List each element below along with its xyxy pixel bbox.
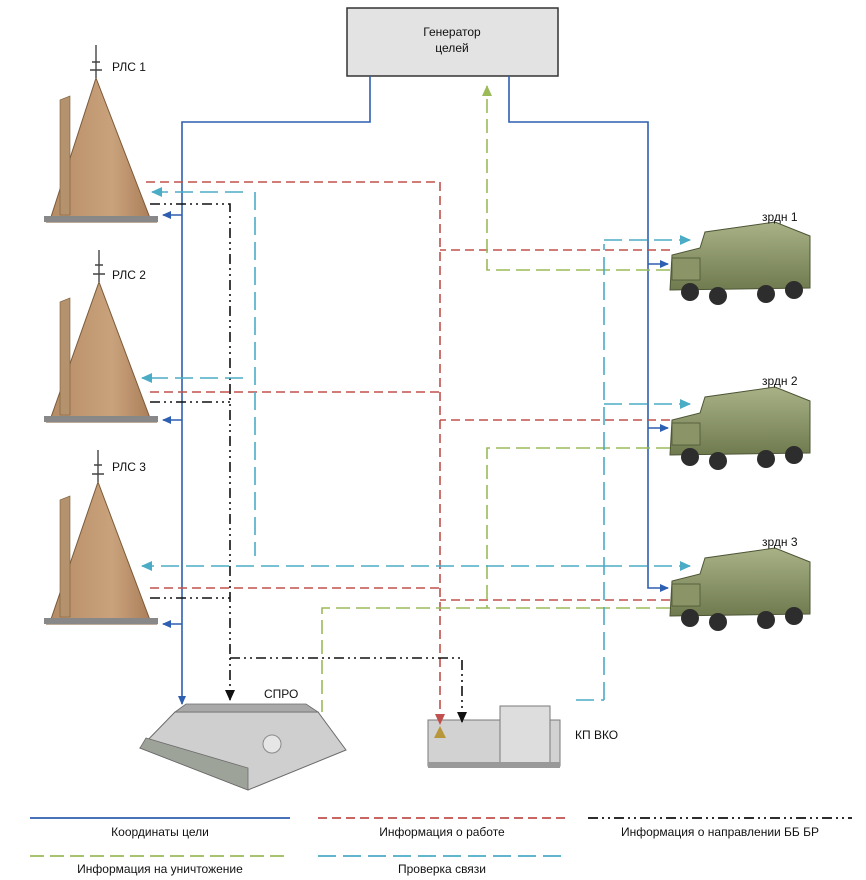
legend-item-target-coordinates: Координаты цели <box>30 817 290 839</box>
target-generator-box: Генератор целей <box>346 7 559 77</box>
spro-label: СПРО <box>264 687 298 701</box>
generator-label-line1: Генератор <box>423 25 481 39</box>
legend-label: Проверка связи <box>398 862 486 876</box>
radar-tower-3 <box>44 450 158 625</box>
connection-lines <box>141 76 691 725</box>
destruction-information-lines <box>321 85 670 712</box>
radar-1-label: РЛС 1 <box>112 60 146 74</box>
legend-item-connection-check: Проверка связи <box>318 855 566 876</box>
legend: Координаты цели Информация о работе Инфо… <box>30 817 852 876</box>
launcher-2-label: зрдн 2 <box>762 374 798 388</box>
legend-item-warhead-direction: Информация о направлении ББ БР <box>588 817 852 839</box>
legend-item-work-information: Информация о работе <box>318 817 566 839</box>
kp-vko-building <box>427 705 561 768</box>
radar-tower-2 <box>44 250 158 423</box>
radar-2-label: РЛС 2 <box>112 268 146 282</box>
launcher-1-label: зрдн 1 <box>762 210 798 224</box>
connection-check-lines <box>141 187 691 701</box>
kp-vko-label: КП ВКО <box>575 728 618 742</box>
work-information-lines <box>146 181 670 725</box>
launcher-truck-3 <box>669 547 811 631</box>
launcher-truck-2 <box>669 386 811 470</box>
spro-building <box>139 703 347 791</box>
radar-3-label: РЛС 3 <box>112 460 146 474</box>
generator-label-line2: целей <box>435 41 468 55</box>
launcher-truck-1 <box>669 221 811 305</box>
legend-label: Информация на уничтожение <box>77 862 243 876</box>
legend-label: Информация о направлении ББ БР <box>621 825 819 839</box>
legend-label: Координаты цели <box>111 825 209 839</box>
launcher-3-label: зрдн 3 <box>762 535 798 549</box>
radar-tower-1 <box>44 45 158 223</box>
warhead-direction-lines <box>150 203 467 723</box>
legend-label: Информация о работе <box>379 825 505 839</box>
legend-item-destruction-information: Информация на уничтожение <box>30 855 290 876</box>
target-coordinates-lines <box>162 76 669 705</box>
